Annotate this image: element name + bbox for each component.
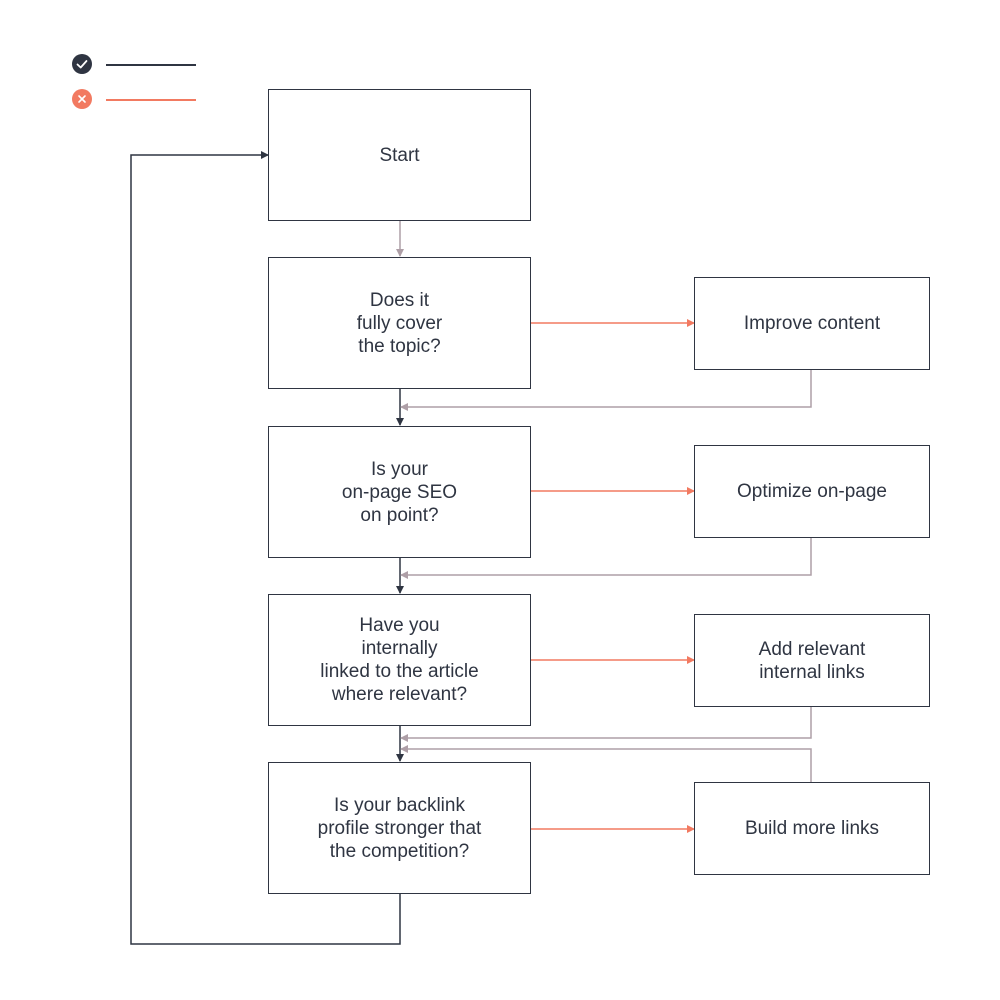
edge-a1-return — [400, 369, 812, 411]
question-topic-coverage-label: Does it fully cover the topic? — [356, 289, 443, 357]
edge-a3-return — [400, 706, 812, 742]
action-build-more-links: Build more links — [694, 782, 930, 875]
action-build-more-links-label: Build more links — [744, 818, 880, 839]
question-internal-links: Have you internally linked to the articl… — [268, 594, 531, 726]
question-on-page-seo-label: Is your on-page SEO on point? — [341, 458, 458, 526]
question-topic-coverage: Does it fully cover the topic? — [268, 257, 531, 389]
action-add-internal-links: Add relevant internal links — [694, 614, 930, 707]
legend-no-line — [106, 99, 196, 101]
action-optimize-on-page-label: Optimize on-page — [737, 481, 887, 502]
question-on-page-seo: Is your on-page SEO on point? — [268, 426, 531, 558]
edge-a4-return — [400, 745, 812, 782]
question-backlink-profile-label: Is your backlink profile stronger that t… — [317, 794, 482, 862]
action-improve-content: Improve content — [694, 277, 930, 370]
legend-yes-line — [106, 64, 196, 66]
action-add-internal-links-label: Add relevant internal links — [758, 638, 866, 683]
start-node: Start — [268, 89, 531, 221]
start-label: Start — [379, 144, 420, 166]
check-icon — [72, 54, 92, 74]
question-backlink-profile: Is your backlink profile stronger that t… — [268, 762, 531, 894]
edge-a2-return — [400, 537, 812, 579]
action-optimize-on-page: Optimize on-page — [694, 445, 930, 538]
edge-q4-loop-start — [130, 151, 401, 945]
close-icon — [72, 89, 92, 109]
action-improve-content-label: Improve content — [743, 313, 881, 334]
question-internal-links-label: Have you internally linked to the articl… — [320, 615, 479, 705]
